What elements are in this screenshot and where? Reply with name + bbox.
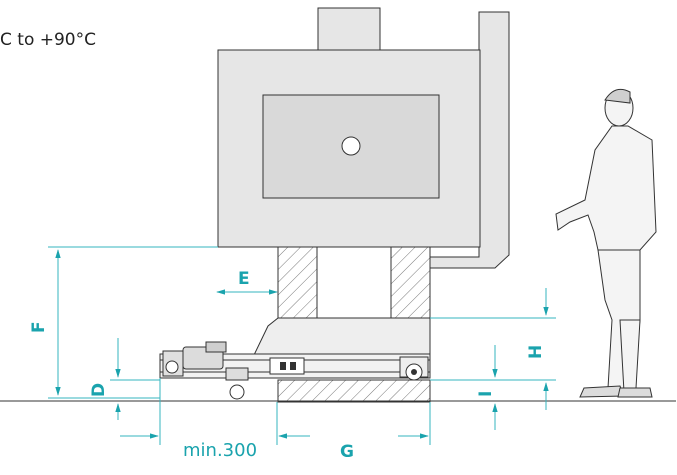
castor-wheel: [229, 384, 245, 400]
dimension-label-d: D: [89, 383, 109, 397]
conveyor-unit: [159, 341, 431, 400]
machine-indicator-circle: [341, 136, 361, 156]
conveyor-hood: [253, 317, 431, 356]
dimension-label-h: H: [526, 345, 546, 359]
dimension-lines: [48, 246, 556, 445]
dimension-label-i: I: [476, 391, 496, 397]
operator-figure: [555, 88, 657, 398]
conveyor-center-block: [269, 357, 305, 375]
dimension-label-e: E: [238, 269, 250, 289]
machine-window: [262, 94, 440, 199]
dimension-label-f: F: [29, 321, 49, 333]
dimension-label-g: G: [340, 442, 354, 462]
machine-body: [217, 7, 510, 269]
dimension-label-min300: min.300: [183, 440, 257, 461]
temperature-range-caption: C to +90°C: [0, 30, 96, 50]
floor-foundation: [277, 379, 431, 403]
machine-legs: [218, 246, 431, 319]
